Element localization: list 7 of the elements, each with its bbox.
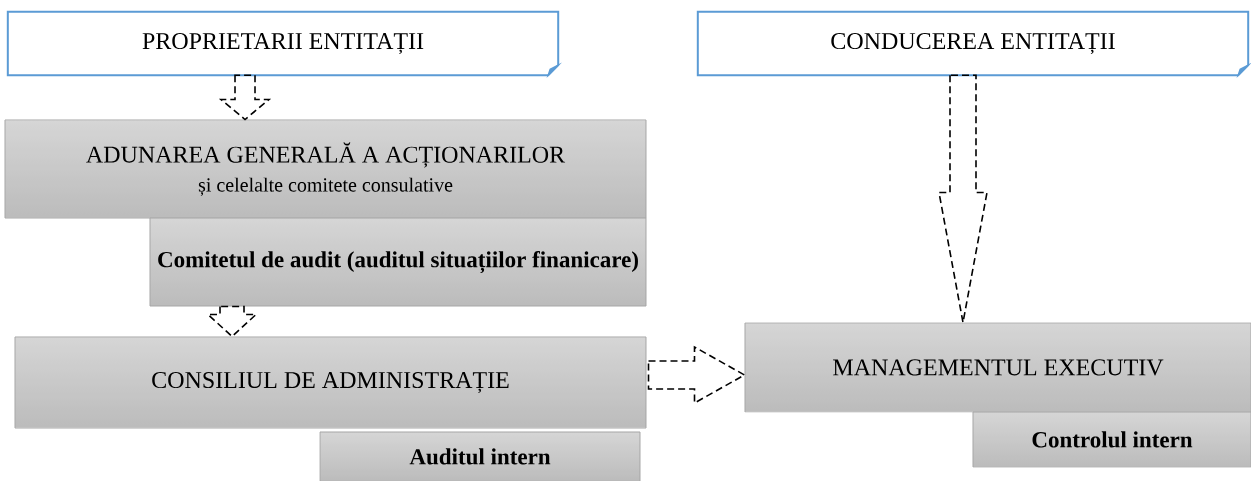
process-box: Auditul intern (319, 431, 641, 481)
block-arrow (647, 345, 747, 405)
process-box: ADUNAREA GENERALĂ A ACȚIONARILOR și celelalte comitete consulative (4, 119, 647, 219)
process-box: Controlul intern (972, 411, 1251, 468)
block-arrow (218, 74, 272, 121)
process-box: Comitetul de audit (auditul situațiilor finanicare) (149, 217, 647, 307)
process-box: CONSILIUL DE ADMINISTRAȚIE (14, 336, 647, 429)
